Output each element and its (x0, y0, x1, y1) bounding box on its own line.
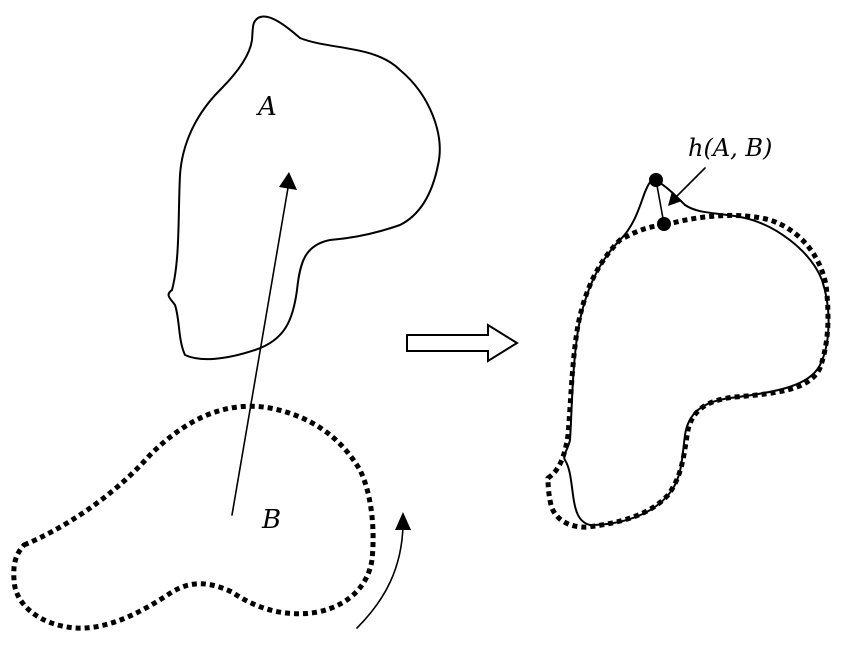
aligned-shape-b-outline (545, 212, 831, 530)
aligned-shape-a-outline (563, 179, 830, 526)
translation-arrowhead (279, 172, 297, 190)
shape-a-label: A (256, 92, 277, 122)
shape-a-outline (167, 15, 441, 361)
hausdorff-leader-arrowhead (668, 191, 682, 206)
hausdorff-leader-line (674, 167, 706, 199)
shape-b-outline (11, 403, 376, 631)
rotation-arrow (356, 524, 404, 629)
shape-b-label: B (261, 505, 281, 535)
rotation-arrowhead (395, 512, 411, 530)
hausdorff-segment (655, 179, 665, 225)
transform-arrow-icon (406, 323, 519, 363)
hausdorff-label: h(A, B) (688, 134, 772, 162)
translation-arrow (231, 181, 290, 516)
